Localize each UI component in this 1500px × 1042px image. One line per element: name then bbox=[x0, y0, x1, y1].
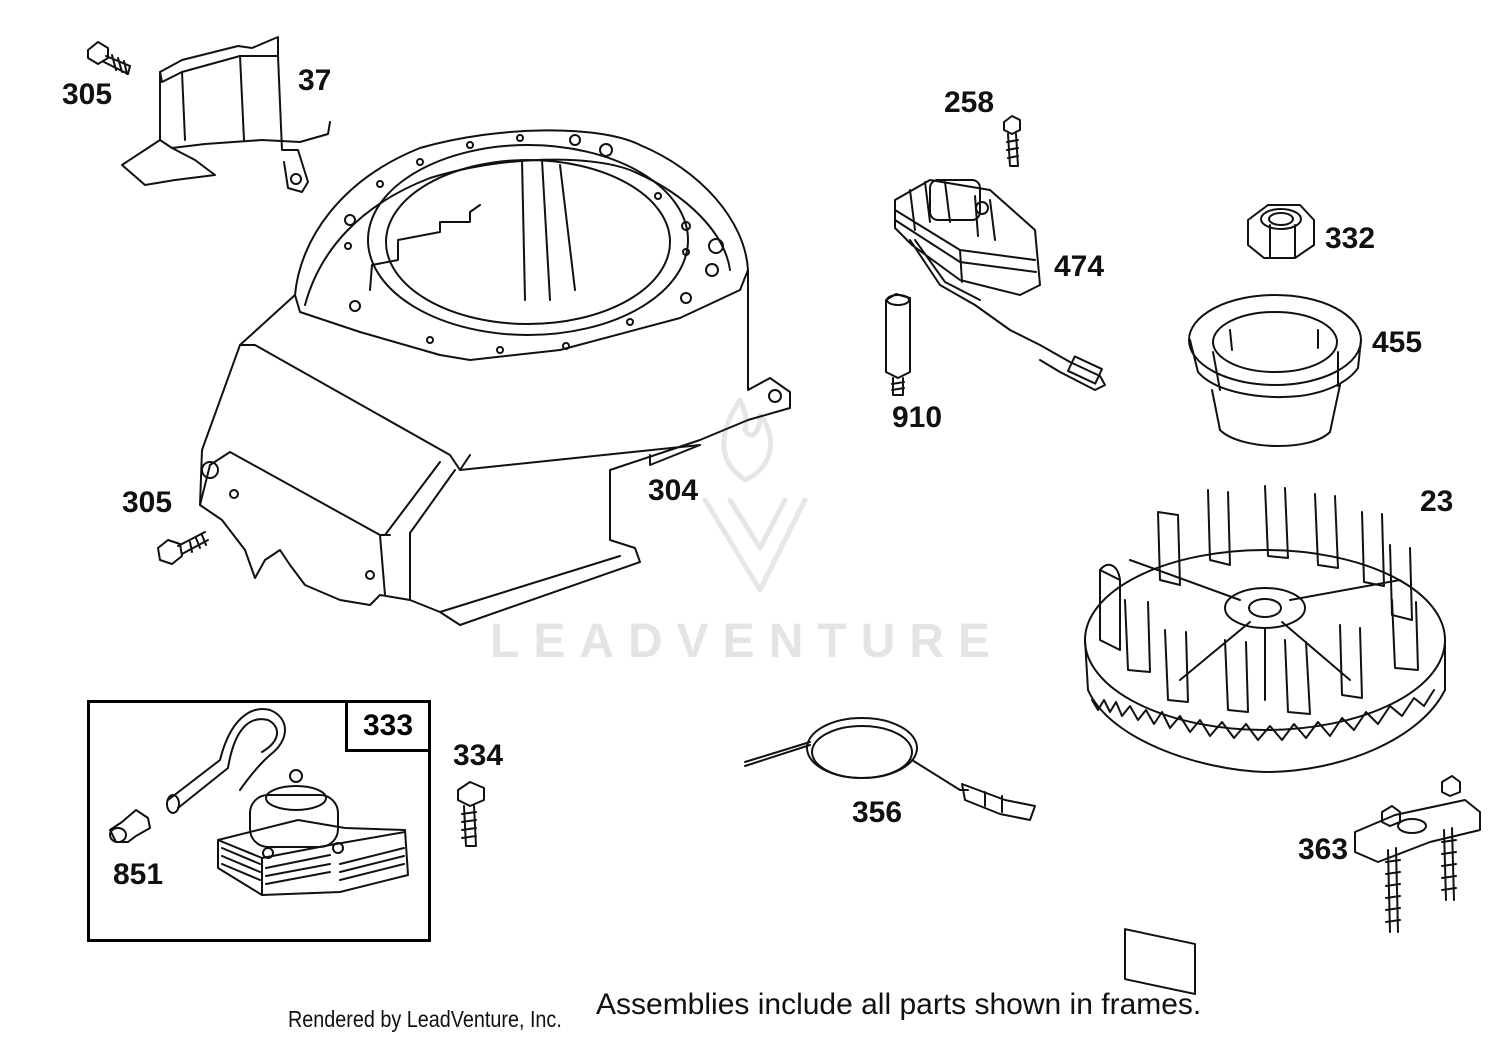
callout-23[interactable]: 23 bbox=[1420, 485, 1454, 518]
part-910-spacer bbox=[885, 293, 911, 396]
part-304-blower-housing bbox=[199, 129, 791, 626]
part-851-spark-plug-boot bbox=[109, 809, 151, 843]
part-455-starter-cup bbox=[1188, 294, 1362, 447]
part-334-screw bbox=[457, 781, 485, 847]
part-258-screw bbox=[1003, 115, 1021, 167]
part-332-nut bbox=[1247, 204, 1315, 259]
callout-305-left[interactable]: 305 bbox=[122, 486, 173, 519]
callout-304[interactable]: 304 bbox=[648, 474, 699, 507]
part-474-armature bbox=[894, 179, 1106, 391]
part-356-ground-wire bbox=[744, 717, 1036, 821]
footer-credit: Rendered by LeadVenture, Inc. bbox=[288, 1006, 562, 1032]
callout-356[interactable]: 356 bbox=[852, 796, 903, 829]
part-23-flywheel bbox=[1084, 485, 1446, 996]
callout-363[interactable]: 363 bbox=[1298, 833, 1349, 866]
watermark-logo bbox=[702, 397, 808, 593]
callout-333[interactable]: 333 bbox=[345, 700, 431, 752]
callout-851[interactable]: 851 bbox=[113, 858, 164, 891]
callout-474[interactable]: 474 bbox=[1054, 250, 1105, 283]
part-333-ignition-coil bbox=[166, 708, 409, 896]
part-363-bracket bbox=[1354, 775, 1481, 933]
callout-455[interactable]: 455 bbox=[1372, 326, 1423, 359]
part-305-screw-left bbox=[157, 531, 209, 565]
watermark-text: LEADVENTURE bbox=[490, 615, 1005, 668]
callout-37[interactable]: 37 bbox=[298, 64, 332, 97]
footer-note: Assemblies include all parts shown in fr… bbox=[596, 988, 1202, 1021]
callout-305-top[interactable]: 305 bbox=[62, 78, 113, 111]
callout-332[interactable]: 332 bbox=[1325, 222, 1376, 255]
housing-bolt-holes bbox=[344, 134, 724, 354]
assembly-frame-333: 333 bbox=[87, 700, 431, 942]
callout-334[interactable]: 334 bbox=[453, 739, 504, 772]
part-305-screw-top bbox=[87, 41, 131, 75]
part-37-air-guide bbox=[121, 36, 331, 193]
callout-258[interactable]: 258 bbox=[944, 86, 995, 119]
flywheel-fins bbox=[1099, 485, 1419, 715]
callout-910[interactable]: 910 bbox=[892, 401, 943, 434]
